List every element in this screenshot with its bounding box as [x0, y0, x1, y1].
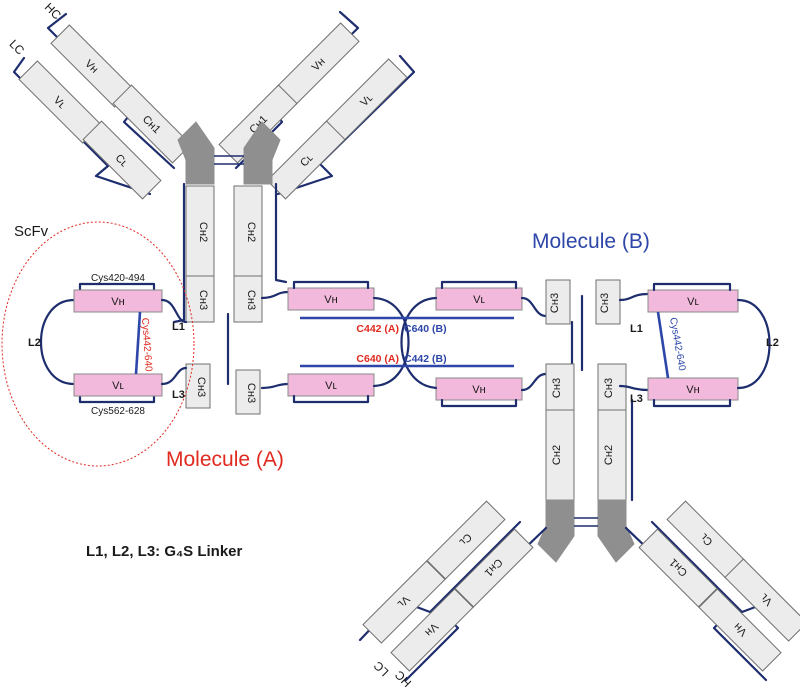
cys-diag-label: Cys442-640 — [139, 317, 154, 372]
vh-domain: Vʜ — [73, 289, 163, 313]
svg-text:Cʜ2: Cʜ2 — [197, 222, 209, 242]
vh-a-center: Vʜ — [287, 287, 375, 311]
scfv-a: ScFv L2 Cys420-494 Cys562-628 Vʜ Vʟ Cys4… — [1, 221, 195, 467]
vh-domain: Vʜ — [390, 588, 474, 672]
central-scfv: Vʜ Vʟ Vʟ Vʜ C442 (A) C640 (B) C640 (A) C… — [260, 280, 548, 408]
cl-domain: Cʟ — [266, 120, 346, 200]
vl-domain: Vʟ — [647, 289, 739, 313]
svg-text:Cʜ3: Cʜ3 — [549, 293, 561, 313]
ch3-left: Cʜ3 — [185, 275, 215, 323]
fab-arm-left-b: Cʜ1 Vʜ Cʟ Vʟ LC HC — [358, 500, 548, 688]
svg-text:Cʜ2: Cʜ2 — [603, 445, 615, 465]
svg-text:Vʜ: Vʜ — [472, 384, 485, 396]
l2-linker — [736, 298, 771, 390]
vh-domain: Vʜ — [276, 22, 360, 106]
l2-linker — [39, 298, 76, 386]
svg-text:Cʜ2: Cʜ2 — [245, 222, 257, 242]
ch2-left: Cʜ2 — [185, 185, 215, 277]
scfv-outline — [1, 221, 195, 467]
scfv-label: ScFv — [14, 223, 49, 240]
svg-text:Vʜ: Vʜ — [686, 384, 699, 396]
cys-bottom-label: Cys562-628 — [91, 406, 145, 417]
ch3-upper-right: Cʜ3 — [595, 279, 621, 325]
lc-label: LC — [371, 658, 392, 679]
vh-domain: Vʜ — [647, 377, 739, 401]
svg-text:Cʜ3: Cʜ3 — [245, 383, 257, 403]
fc-b: Cʜ3 Cʜ3 Cʜ3 Cʜ3 Cʜ2 Cʜ2 — [545, 279, 634, 502]
light-chain-line — [12, 56, 152, 196]
molecule-a-title: Molecule (A) — [166, 448, 284, 471]
ch1-domain: Cʜ1 — [112, 84, 192, 164]
svg-text:Cʜ3: Cʜ3 — [197, 290, 209, 310]
c640-a-label: C640 (A) — [356, 353, 399, 365]
svg-text:Cʜ3: Cʜ3 — [245, 290, 257, 310]
l3-label: L3 — [630, 393, 643, 405]
vl-domain: Vʟ — [324, 58, 408, 142]
cl-domain: Cʟ — [426, 500, 506, 580]
l1-label: L1 — [172, 321, 185, 333]
hinge-a — [177, 121, 281, 185]
svg-text:Cʜ2: Cʜ2 — [551, 445, 563, 465]
vh-domain: Vʜ — [50, 24, 134, 108]
cl-domain: Cʟ — [82, 120, 162, 200]
vh-domain: Vʜ — [698, 588, 782, 672]
svg-text:Cʜ3: Cʜ3 — [603, 378, 615, 398]
fab-arm-right-a: Vʜ Cʜ1 Vʟ Cʟ — [218, 10, 416, 200]
ch3-right: Cʜ3 — [233, 275, 263, 323]
svg-text:Vʟ: Vʟ — [112, 380, 124, 392]
cys-diag-label: Cys442-640 — [667, 317, 687, 372]
ch1-domain: Cʜ1 — [638, 528, 718, 608]
svg-text:Cʜ3: Cʜ3 — [551, 378, 563, 398]
svg-text:Vʟ: Vʟ — [687, 296, 699, 308]
c442-b-label: C442 (B) — [404, 353, 447, 365]
c442-a-label: C442 (A) — [356, 323, 399, 335]
svg-text:Vʟ: Vʟ — [473, 294, 485, 306]
vh-b-center: Vʜ — [435, 377, 523, 401]
svg-text:Vʜ: Vʜ — [111, 296, 124, 308]
svg-text:Cʜ3: Cʜ3 — [599, 293, 611, 313]
lc-label: LC — [6, 37, 27, 58]
l2-label: L2 — [766, 337, 779, 349]
svg-text:Cʜ3: Cʜ3 — [195, 377, 207, 397]
linker-note: L1, L2, L3: G₄S Linker — [86, 543, 243, 560]
hc-label: HC — [392, 668, 414, 688]
vl-a-center: Vʟ — [287, 373, 375, 397]
svg-text:Vʟ: Vʟ — [325, 380, 337, 392]
fab-arm-right-b: Cʜ1 Vʜ Cʟ Vʟ — [624, 500, 800, 682]
c640-b-label: C640 (B) — [404, 323, 447, 335]
ch2-right: Cʜ2 — [233, 185, 263, 277]
ch3-right-lower: Cʜ3 — [235, 369, 261, 415]
ch2-right: Cʜ2 — [597, 409, 627, 501]
ch2-left: Cʜ2 — [545, 409, 575, 501]
ch3-upper-left: Cʜ3 — [545, 279, 571, 325]
l3-label: L3 — [172, 389, 185, 401]
vl-domain: Vʟ — [724, 558, 800, 642]
ch3-lower-left: Cʜ3 — [545, 363, 575, 411]
vl-b-center: Vʟ — [435, 287, 523, 311]
scfv-b: Vʟ Vʜ L2 L1 L3 Cys442-640 — [618, 282, 779, 408]
ch1-domain: Cʜ1 — [454, 528, 534, 608]
vl-domain: Vʟ — [362, 560, 446, 644]
vl-domain: Vʟ — [18, 60, 102, 144]
vl-domain: Vʟ — [73, 373, 163, 397]
l1-label: L1 — [630, 323, 643, 335]
fc-a: Cʜ2 Cʜ2 Cʜ3 Cʜ3 Cʜ3 Cʜ3 — [172, 182, 288, 415]
cys-top-label: Cys420-494 — [91, 273, 145, 284]
svg-text:Vʜ: Vʜ — [324, 294, 337, 306]
hinge-b — [537, 499, 635, 563]
ch3-left-lower: Cʜ3 — [185, 363, 211, 409]
l2-label: L2 — [28, 337, 41, 349]
molecule-b-title: Molecule (B) — [532, 230, 650, 253]
ch3-lower-right: Cʜ3 — [597, 363, 627, 411]
fab-arm-left-a: Vʜ Cʜ1 Vʟ Cʟ HC LC — [6, 0, 192, 200]
